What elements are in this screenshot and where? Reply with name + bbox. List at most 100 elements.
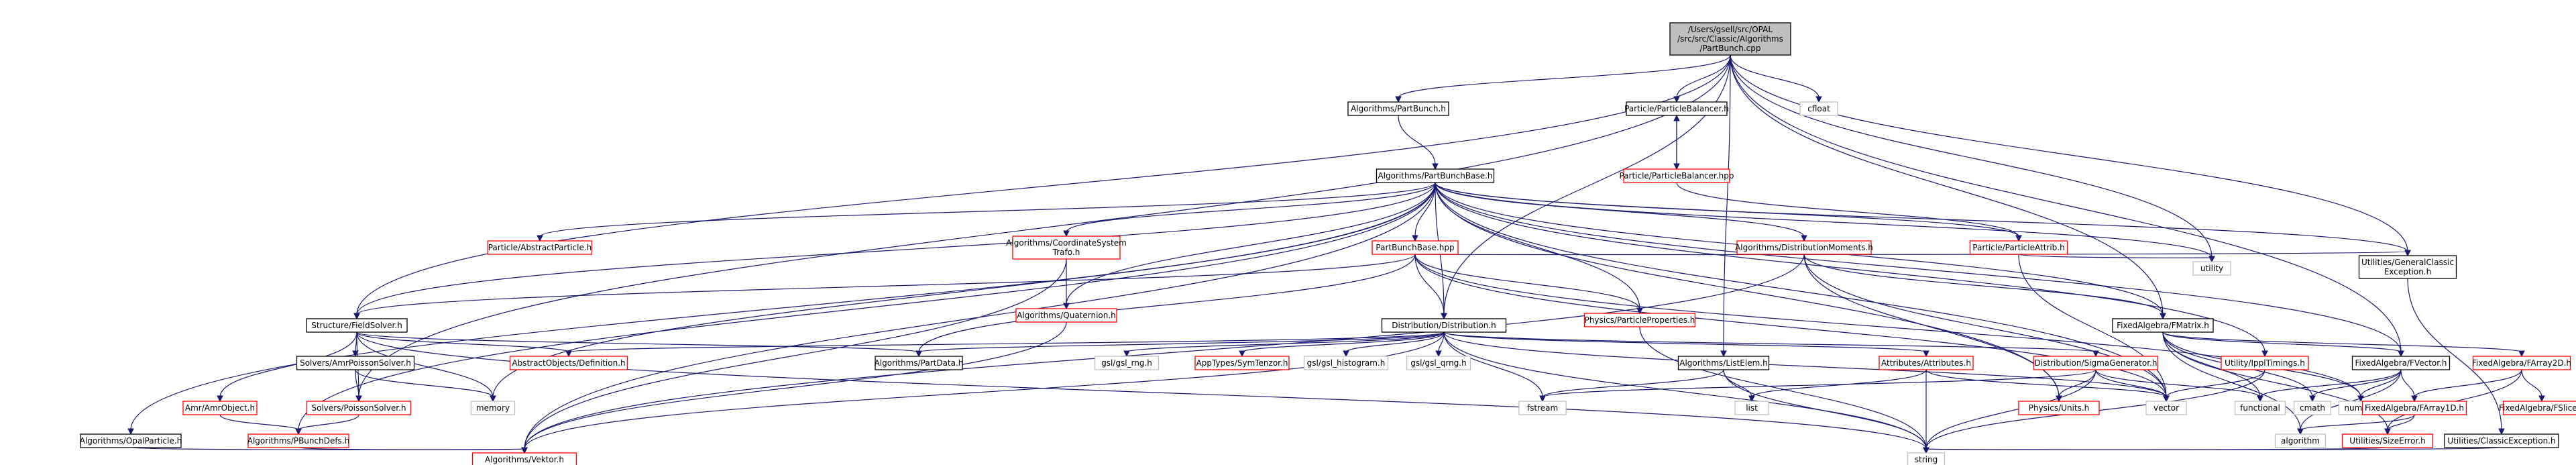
node-amrPoissonSolver[interactable]: Solvers/AmrPoissonSolver.h	[296, 356, 415, 370]
node-label: FixedAlgebra/FVector.h	[2355, 358, 2447, 368]
node-label: Algorithms/Vektor.h	[485, 455, 564, 464]
edge-sigmaGenerator-to-fstream	[1539, 369, 2096, 403]
node-sigmaGenerator[interactable]: Distribution/SigmaGenerator.h	[2033, 356, 2159, 370]
edge-fieldSolver-to-amrObject	[217, 331, 357, 403]
node-label: Algorithms/PartBunch.h	[1351, 104, 1446, 113]
edge-root-to-fixedVector	[1730, 54, 2404, 358]
node-box	[1583, 313, 1696, 327]
node-gslHistogram[interactable]: gsl/gsl_histogram.h	[1303, 356, 1389, 370]
edge-fieldSolver-to-partData	[356, 331, 922, 358]
edge-sizeError-to-string	[1923, 447, 2388, 454]
node-particleBalancerH[interactable]: Particle/ParticleBalancer.h	[1624, 101, 1729, 116]
node-physicsProps[interactable]: Physics/ParticleProperties.h	[1583, 313, 1696, 327]
node-box	[2444, 433, 2559, 448]
node-root[interactable]: /Users/gsell/src/OPAL/src/src/Classic/Al…	[1669, 22, 1791, 56]
node-sizeError[interactable]: Utilities/SizeError.h	[2341, 433, 2434, 448]
node-fixedArray1D[interactable]: FixedAlgebra/FArray1D.h	[2361, 401, 2467, 415]
node-partBunchBaseHpp[interactable]: PartBunchBase.hpp	[1371, 240, 1459, 255]
node-quaternion[interactable]: Algorithms/Quaternion.h	[1015, 308, 1117, 323]
node-label: string	[1915, 455, 1938, 464]
edge-distribution-to-vektor	[521, 331, 1445, 454]
node-string[interactable]: string	[1907, 452, 1946, 465]
node-box	[1015, 308, 1117, 323]
node-fixedArray2D[interactable]: FixedAlgebra/FArray2D.h	[2472, 356, 2571, 370]
node-functional[interactable]: functional	[2234, 401, 2286, 415]
node-abstractParticle[interactable]: Particle/AbstractParticle.h	[487, 240, 593, 255]
node-box	[1376, 168, 1495, 183]
node-fstream[interactable]: fstream	[1518, 401, 1567, 415]
edge-partBunchBaseH-to-opalParticle	[127, 182, 1436, 435]
edge-amrPoissonSolver-to-memory	[355, 369, 496, 403]
node-box	[1736, 240, 1872, 255]
node-ipplTimings[interactable]: Utility/IpplTimings.h	[2221, 356, 2309, 370]
node-gslQrng[interactable]: gsl/gsl_qrng.h	[1406, 356, 1471, 370]
edge-fixedMatrix-to-fixedArray2D	[2162, 331, 2525, 358]
node-label: Algorithms/PartBunchBase.h	[1378, 171, 1492, 180]
node-vektor[interactable]: Algorithms/Vektor.h	[471, 452, 577, 465]
edge-root-to-distribution	[1441, 54, 1731, 320]
node-poissonSolver[interactable]: Solvers/PoissonSolver.h	[306, 401, 412, 415]
node-pbunchDefs[interactable]: Algorithms/PBunchDefs.h	[247, 433, 349, 448]
node-partBunchBaseH[interactable]: Algorithms/PartBunchBase.h	[1376, 168, 1495, 183]
edge-amrObject-to-pbunchDefs	[219, 414, 302, 435]
edge-partBunchBaseH-to-ipplTimings	[1435, 182, 2268, 358]
node-cfloat[interactable]: cfloat	[1799, 101, 1838, 116]
node-label: Physics/ParticleProperties.h	[1585, 315, 1695, 325]
node-label: Particle/ParticleBalancer.h	[1624, 104, 1729, 113]
node-amrObject[interactable]: Amr/AmrObject.h	[182, 401, 258, 415]
node-physicsUnits[interactable]: Physics/Units.h	[2018, 401, 2100, 415]
node-label: memory	[476, 403, 510, 413]
node-box	[306, 318, 408, 333]
node-algorithm[interactable]: algorithm	[2274, 433, 2327, 448]
edge-partBunchBaseHpp-to-physicsProps	[1414, 254, 1643, 315]
node-particleAttrib[interactable]: Particle/ParticleAttrib.h	[1969, 240, 2068, 255]
node-listElem[interactable]: Algorithms/ListElem.h	[1677, 356, 1770, 370]
node-distMoments[interactable]: Algorithms/DistributionMoments.h	[1735, 240, 1873, 255]
node-particleBalancerHpp[interactable]: Particle/ParticleBalancer.hpp	[1619, 168, 1734, 183]
node-label: Algorithms/PBunchDefs.h	[247, 436, 349, 446]
node-label: PartBunchBase.hpp	[1376, 243, 1454, 252]
node-box	[1518, 401, 1567, 415]
edge-root-to-generalClassicException	[1730, 54, 2411, 257]
node-box	[1669, 22, 1791, 56]
node-list[interactable]: list	[1734, 401, 1769, 415]
node-box	[1371, 240, 1459, 255]
node-box	[509, 356, 628, 370]
edge-root-to-listElem	[1720, 54, 1731, 358]
node-box	[1194, 356, 1290, 370]
node-box	[1406, 356, 1471, 370]
node-gslRng[interactable]: gsl/gsl_rng.h	[1094, 356, 1160, 370]
node-fieldSolver[interactable]: Structure/FieldSolver.h	[306, 318, 408, 333]
node-cmath[interactable]: cmath	[2293, 401, 2332, 415]
node-fixedVector[interactable]: FixedAlgebra/FVector.h	[2351, 356, 2451, 370]
node-classicException[interactable]: Utilities/ClassicException.h	[2444, 433, 2559, 448]
node-partData[interactable]: Algorithms/PartData.h	[875, 356, 964, 370]
edge-ipplTimings-to-vector	[2163, 369, 2265, 403]
node-vector[interactable]: vector	[2145, 401, 2187, 415]
node-attributes[interactable]: Attributes/Attributes.h	[1879, 356, 1974, 370]
node-algPartBunchH[interactable]: Algorithms/PartBunch.h	[1347, 101, 1449, 116]
node-fslice[interactable]: FixedAlgebra/FSlice.h	[2499, 401, 2576, 415]
node-utility[interactable]: utility	[2192, 261, 2231, 276]
node-label: list	[1746, 403, 1758, 413]
node-box	[875, 356, 963, 370]
node-label: Amr/AmrObject.h	[185, 403, 255, 413]
node-memory[interactable]: memory	[470, 401, 516, 415]
node-abstractObjectsDef[interactable]: AbstractObjects/Definition.h	[509, 356, 628, 370]
node-box	[2358, 255, 2457, 279]
node-symTenzor[interactable]: AppTypes/SymTenzor.h	[1194, 356, 1290, 370]
node-label: gsl/gsl_rng.h	[1101, 358, 1152, 368]
node-label: Algorithms/DistributionMoments.h	[1735, 243, 1873, 252]
edge-algPartBunchH-to-partBunchBaseH	[1398, 115, 1439, 170]
node-box	[2221, 356, 2309, 370]
node-label: AppTypes/SymTenzor.h	[1196, 358, 1288, 368]
node-fixedMatrix[interactable]: FixedAlgebra/FMatrix.h	[2112, 318, 2214, 333]
node-box	[2018, 401, 2100, 415]
node-distribution[interactable]: Distribution/Distribution.h	[1381, 318, 1507, 333]
node-box	[470, 401, 516, 415]
node-label: Utility/IpplTimings.h	[2225, 358, 2305, 368]
node-label: Particle/ParticleAttrib.h	[1972, 243, 2064, 252]
node-opalParticle[interactable]: Algorithms/OpalParticle.h	[80, 433, 182, 448]
